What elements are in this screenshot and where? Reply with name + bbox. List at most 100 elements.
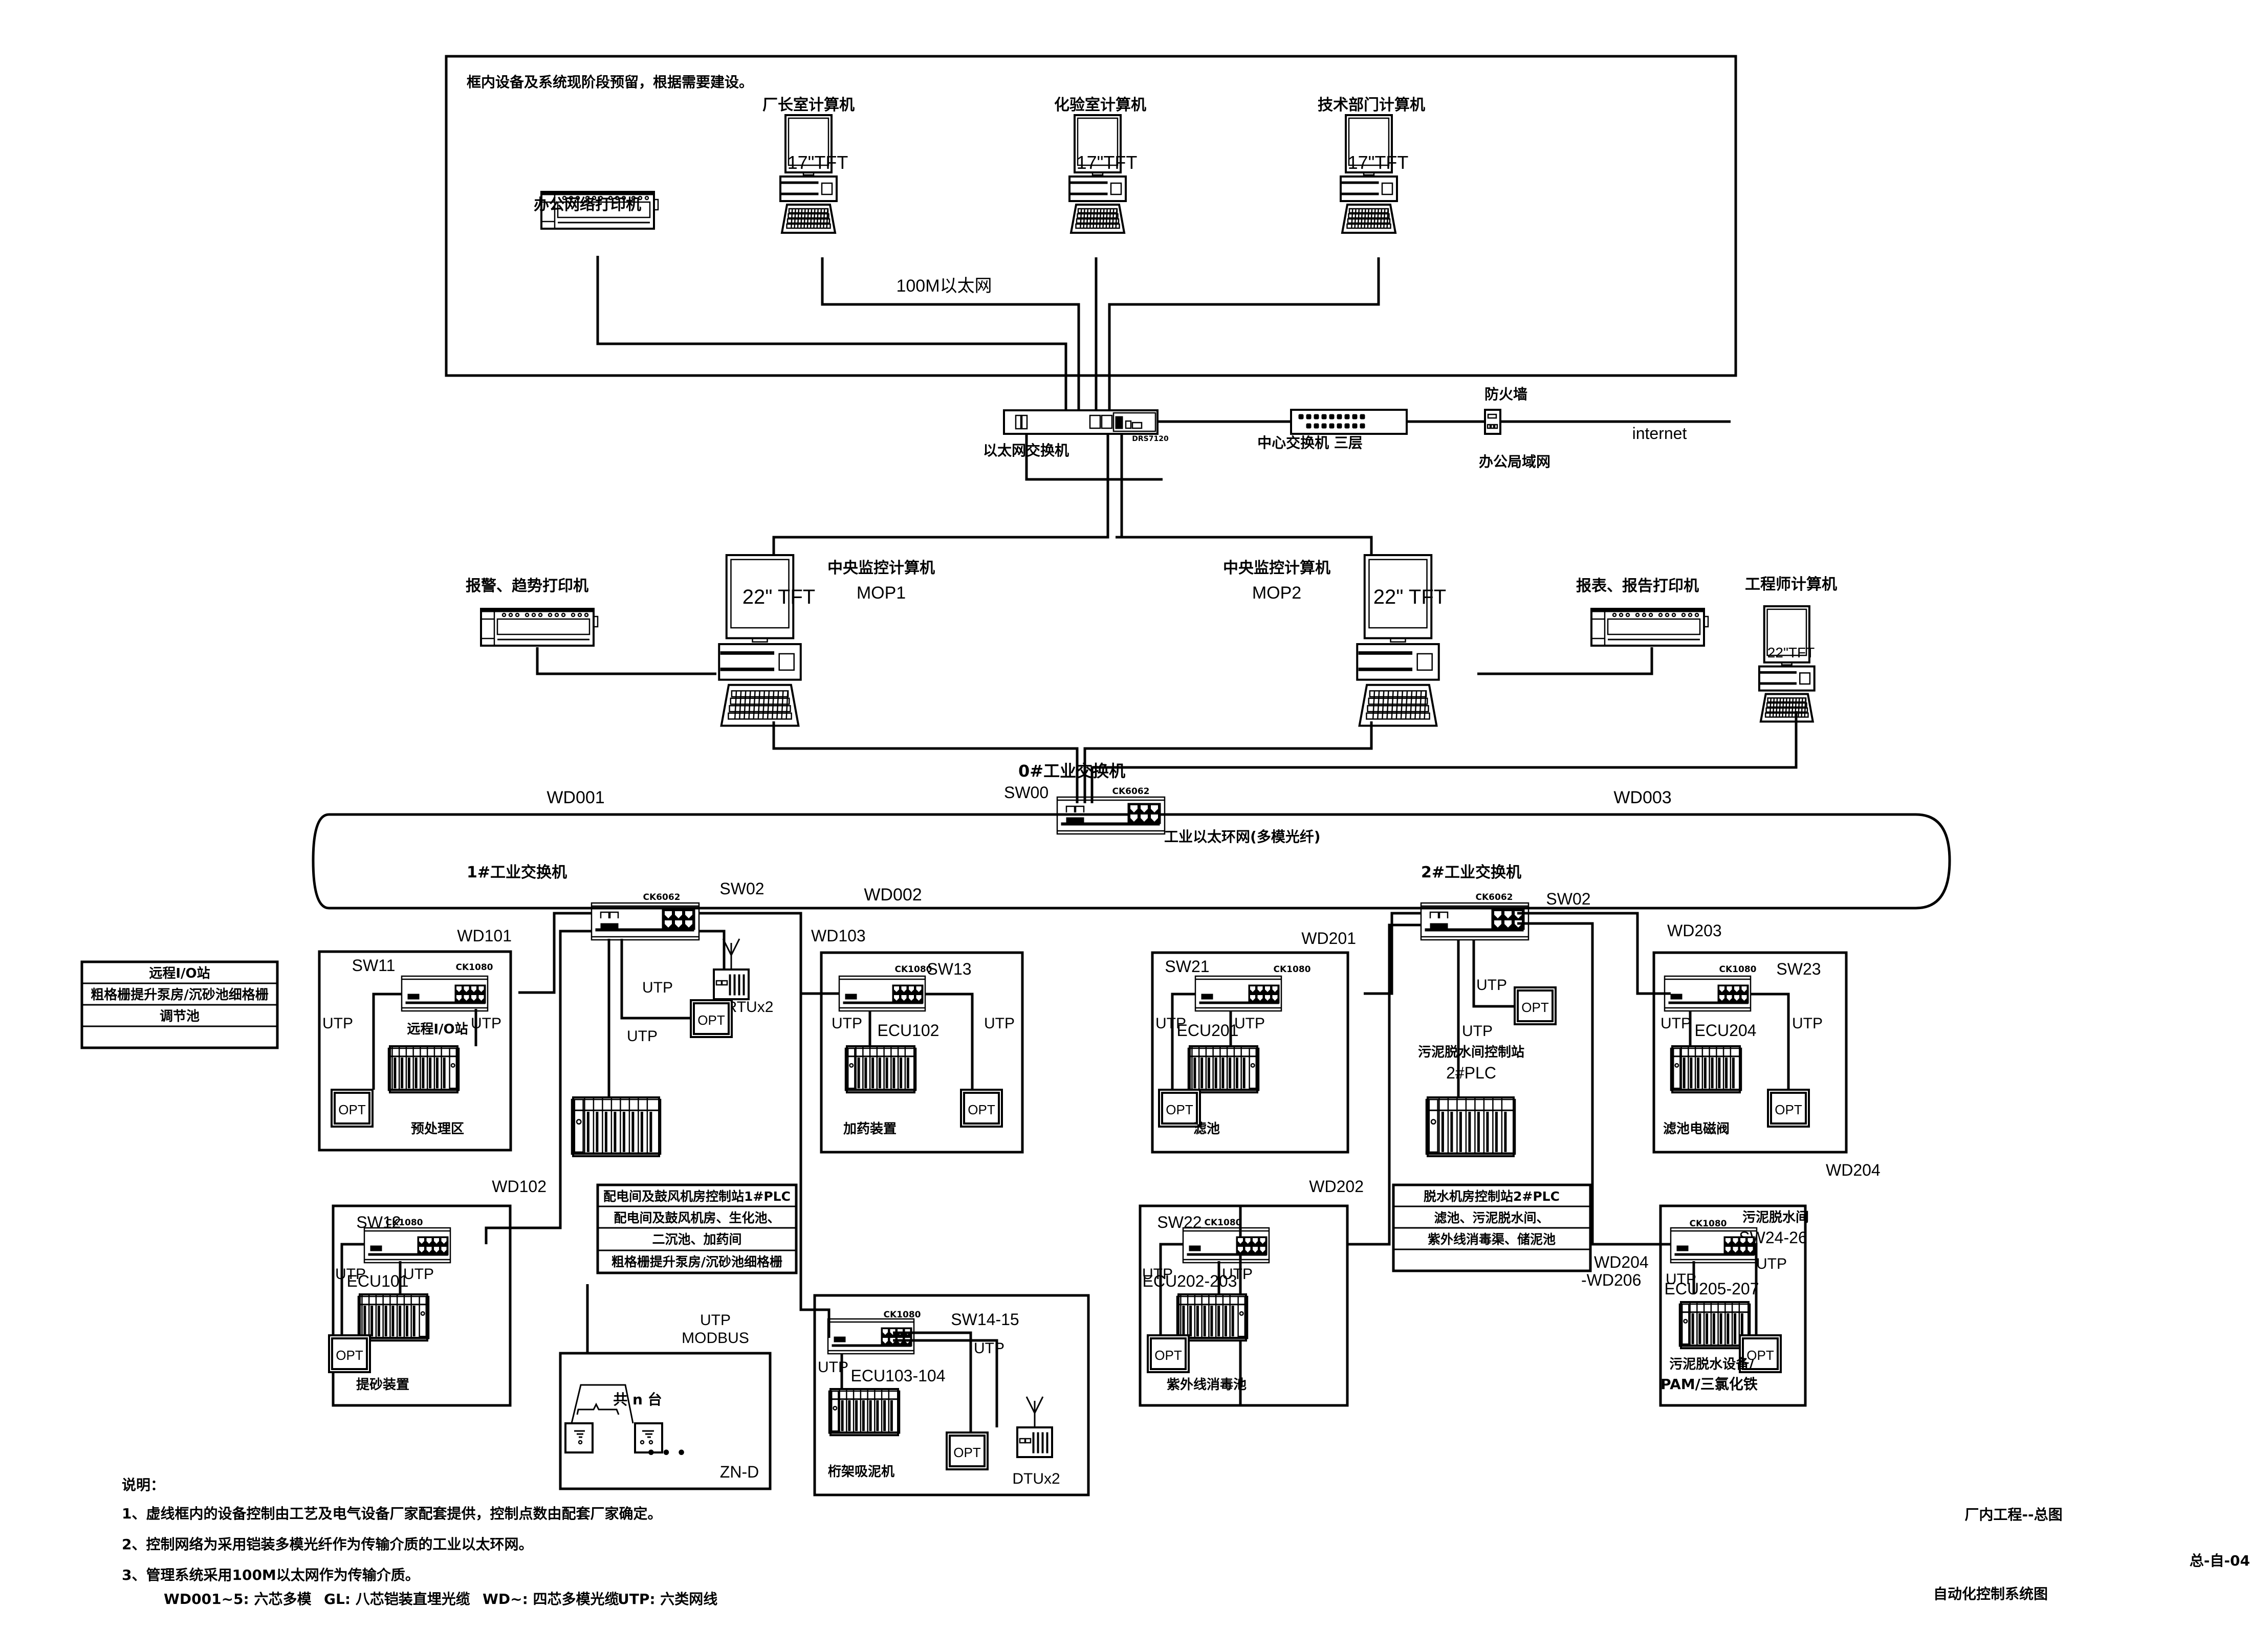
- sw23-model: CK1080: [1719, 964, 1757, 975]
- layer3-switch-icon: [1290, 409, 1408, 435]
- sw14-utp-right: UTP: [974, 1340, 1004, 1357]
- monitor-screen: [1766, 608, 1807, 656]
- modbus-utp-label: UTP: [700, 1312, 731, 1329]
- office-computer-1: [779, 114, 838, 234]
- monitor-icon: [725, 554, 795, 640]
- sw22-utp-right: UTP: [1222, 1266, 1253, 1283]
- opt-panel-branch1: OPT: [690, 999, 733, 1038]
- ring-segment-wd001: WD001: [547, 788, 604, 807]
- industrial-switch-icon: [1056, 796, 1166, 835]
- monitor-stand: [802, 171, 815, 176]
- area-legend-table: 远程I/O站 粗格栅提升泵房/沉砂池细格栅 调节池: [80, 960, 279, 1049]
- plc2-table: 脱水机房控制站2#PLC 滤池、污泥脱水间、 紫外线消毒渠、储泥池: [1392, 1183, 1592, 1272]
- sw11-ck1080: [401, 975, 489, 1012]
- mop1-id: MOP1: [857, 583, 906, 603]
- sw13-id: SW13: [927, 960, 971, 978]
- link-wd102-label: WD102: [492, 1177, 547, 1196]
- opt-label: OPT: [1521, 1000, 1549, 1015]
- cable-office-lan: [1025, 434, 1163, 481]
- office-network-label: 100M以太网: [896, 276, 992, 296]
- sw21-utp-left: UTP: [1155, 1015, 1186, 1032]
- link-wd202: [1347, 923, 1421, 1246]
- sw22-ck1080: [1182, 1227, 1270, 1264]
- cpu-module-icon: [831, 1390, 839, 1432]
- sw21-opt: OPT: [1158, 1089, 1201, 1128]
- office-computer-2-label: 化验室计算机: [1054, 96, 1146, 114]
- office-computer-2-screen: 17"TFT: [1077, 152, 1138, 173]
- monitor-icon: [784, 114, 833, 173]
- cpu-module-icon: [1681, 1303, 1690, 1345]
- mop2-screen: 22" TFT: [1373, 586, 1446, 608]
- rtu-device: [713, 938, 750, 1000]
- monitor-icon: [1363, 554, 1433, 640]
- desktop-case-icon: [718, 643, 802, 681]
- ethernet-switch-model: DRS7120: [1132, 435, 1169, 443]
- monitor-icon: [1763, 605, 1810, 664]
- cable-alarm-printer-to-mop1: [536, 647, 716, 675]
- report-printer-label: 报表、报告打印机: [1576, 577, 1699, 595]
- firewall-label: 防火墙: [1484, 386, 1527, 403]
- opt-label: OPT: [1166, 1102, 1193, 1117]
- sw21-model: CK1080: [1274, 964, 1311, 975]
- sw23-ecu: ECU204: [1695, 1021, 1757, 1040]
- plc1-table: 配电间及鼓风机房控制站1#PLC 配电间及鼓风机房、生化池、 二沉池、加药间 粗…: [596, 1183, 798, 1274]
- sw24-area-top: 污泥脱水间: [1742, 1210, 1809, 1225]
- sw24-area-2: PAM/三氯化铁: [1661, 1376, 1758, 1393]
- office-computer-3-label: 技术部门计算机: [1318, 96, 1425, 114]
- plc2-table-row-3: 紫外线消毒渠、储泥池: [1428, 1232, 1556, 1247]
- sw12-opt: OPT: [328, 1334, 371, 1373]
- sw14-rack: [828, 1388, 901, 1437]
- ring-segment-wd003: WD003: [1613, 788, 1671, 807]
- monitor-screen: [730, 559, 790, 629]
- sw14-ecu: ECU103-104: [851, 1367, 946, 1385]
- cpu-module-icon: [847, 1047, 856, 1089]
- sw11-utp-left: UTP: [322, 1015, 353, 1032]
- mop2-computer: [1356, 554, 1440, 727]
- drawing-title: 自动化控制系统图: [1933, 1585, 2048, 1602]
- sw23-utp-left: UTP: [1661, 1015, 1691, 1032]
- office-network-printer: [540, 191, 659, 230]
- industrial-switch-icon: [827, 1318, 915, 1355]
- core-network: 以太网交换机 DRS7120 中心交换机 三层 防火墙 internet 办公局…: [772, 386, 1731, 555]
- sw12-area: 提砂装置: [356, 1377, 409, 1393]
- link-wd101-label: WD101: [457, 927, 512, 945]
- office-computer-1-label: 厂长室计算机: [762, 96, 855, 114]
- note-1: 1、虚线框内的设备控制由工艺及电气设备厂家配套提供，控制点数由配套厂家确定。: [122, 1505, 662, 1522]
- monitor-screen: [1077, 117, 1119, 166]
- sw24-utp-right: UTP: [1756, 1255, 1787, 1272]
- sw11-id: SW11: [352, 956, 396, 975]
- ring-cable: [312, 813, 1951, 910]
- note-3: 3、管理系统采用100M以太网作为传输介质。: [122, 1567, 420, 1583]
- modbus-count: 共 n 台: [613, 1391, 662, 1408]
- sw14-dtu-label: DTUx2: [1012, 1470, 1060, 1487]
- opt-label: OPT: [1775, 1102, 1802, 1117]
- utp-label-opt: UTP: [642, 979, 673, 996]
- office-lan-label: 办公局域网: [1479, 453, 1550, 470]
- sw11-opt: OPT: [331, 1089, 374, 1128]
- sw21-utp-right: UTP: [1234, 1015, 1265, 1032]
- opt-label: OPT: [1154, 1348, 1182, 1363]
- sw00-model: CK6062: [1112, 786, 1150, 797]
- modbus-ellipsis: • • •: [646, 1444, 686, 1462]
- utp-label-plc2: UTP: [1462, 1023, 1493, 1040]
- office-cable-printer: [596, 256, 1067, 413]
- station-sw24-26: 污泥脱水间 SW24-26 CK1080 UTP UTP ECU205-207 …: [1659, 1204, 1809, 1407]
- sw22-id: SW22: [1157, 1213, 1202, 1231]
- cable-switch-to-mop2: [1116, 434, 1373, 555]
- opt-label: OPT: [1746, 1348, 1774, 1363]
- sw13-utp-right: UTP: [984, 1015, 1015, 1032]
- sw23-area: 滤池电磁阀: [1663, 1121, 1730, 1137]
- opt-label: OPT: [953, 1445, 981, 1460]
- station-sw14-15: SW14-15 CK1080 UTP UTP ECU103-104 OPT DT…: [813, 1294, 1090, 1496]
- monitor-stand: [1781, 662, 1793, 666]
- link-wd206-label: -WD206: [1581, 1271, 1641, 1289]
- sw13-opt: OPT: [960, 1089, 1003, 1128]
- sw11-station: 远程I/O站: [407, 1022, 468, 1037]
- station-sw13: SW13 CK1080 UTP UTP ECU102 OPT 加药装置: [820, 951, 1024, 1154]
- sw00-switch: [1056, 796, 1166, 835]
- plc1-table-row-2: 配电间及鼓风机房、生化池、: [614, 1210, 780, 1225]
- sw12-ck1080: [363, 1227, 451, 1264]
- ring-segment-wd002: WD002: [864, 885, 922, 905]
- sw21-area: 滤池: [1193, 1121, 1220, 1137]
- report-printer: [1590, 608, 1709, 647]
